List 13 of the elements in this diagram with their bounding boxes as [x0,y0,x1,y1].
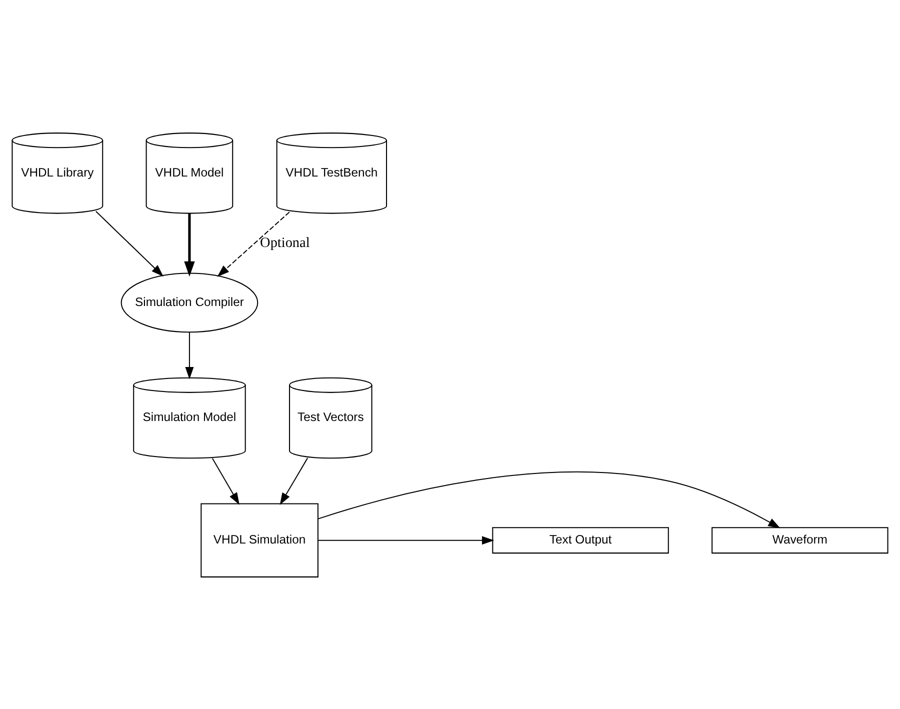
arrow [96,210,164,276]
edge-label: Optional [260,234,310,251]
arrow [212,458,240,504]
node-box: Text Output [492,526,669,554]
node-ellipse: Simulation Compiler [120,272,258,332]
arrow [318,536,494,544]
arrow [280,457,308,505]
arrow [217,211,290,276]
arrow [184,213,195,276]
node-box: VHDL Simulation [200,502,318,577]
arrow [318,470,780,528]
arrow [185,332,194,379]
node-box: Waveform [712,526,888,554]
